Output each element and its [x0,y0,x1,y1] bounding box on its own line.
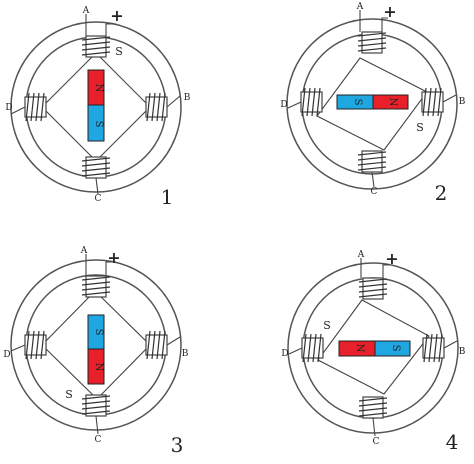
pole-marker-s: S [115,45,123,58]
terminal-label-d: D [280,100,287,110]
pole-marker-s: S [416,121,424,134]
pole-marker-s: S [65,388,73,401]
stator-pole-a [81,35,111,58]
stator-pole-a [357,31,387,54]
panel-number: 3 [171,433,184,457]
terminal-label-plus: + [385,249,398,268]
stator-pole-c [358,396,388,419]
magnet-label-right: N [387,98,398,107]
magnet-pole-bottom [87,104,105,142]
stator-pole-d [301,333,324,363]
terminal-label-b: B [184,93,191,103]
magnet-label-left: N [354,344,365,353]
terminal-label-b: B [459,347,466,357]
stator-pole-c [81,156,111,179]
terminal-label-d: D [281,349,288,359]
terminal-label-d: D [5,103,12,113]
terminal-label-c: C [373,437,380,447]
rotor-frame [317,299,430,395]
stator-pole-c [357,150,387,173]
terminal-label-a: A [80,246,88,256]
magnet-label-right: S [390,345,401,352]
magnet-label-bottom: N [93,363,104,372]
terminal-label-b: B [459,97,466,107]
stator-pole-a [81,275,111,298]
motor-panel-1: N S A + B C D S 1 [5,6,190,209]
magnet-label-bottom: S [93,121,104,128]
stator-pole-b [145,330,168,360]
stator-pole-b [421,87,444,117]
motor-panel-3: S N A + B C D S 3 [3,246,188,457]
magnet-pole-bottom [87,348,105,385]
terminal-label-c: C [95,194,102,204]
rotor-frame [316,57,428,151]
terminal-label-a: A [357,250,365,260]
stator-pole-b [422,333,445,363]
terminal-label-plus: + [110,6,123,25]
terminal-label-c: C [371,187,378,197]
lead-wires [287,10,457,188]
magnet-pole-right [372,94,409,110]
stator-pole-b [145,92,168,122]
terminal-label-plus: + [107,248,120,267]
magnet-label-top: N [93,84,104,93]
magnet-pole-right [374,340,411,357]
stator-pole-d [24,92,47,122]
terminal-label-plus: + [383,2,396,21]
motor-panel-4: N S A + B C D S 4 [281,249,465,454]
lead-wires [10,14,181,195]
terminal-label-d: D [3,350,10,360]
terminal-label-b: B [182,349,189,359]
lead-wires [288,258,458,437]
pole-marker-s: S [323,319,331,332]
magnet-label-top: S [93,329,104,336]
motor-panel-2: S N A + B C D S 2 [280,2,465,205]
stator-pole-d [24,330,47,360]
terminal-label-a: A [82,6,90,16]
stator-pole-c [81,394,111,417]
stator-pole-d [300,87,323,117]
panel-number: 4 [446,430,459,454]
lead-wires [10,254,181,435]
panel-number: 2 [435,181,448,205]
panel-number: 1 [161,185,174,209]
stator-pole-a [358,277,388,300]
terminal-label-c: C [95,435,102,445]
magnet-label-left: S [352,99,363,106]
terminal-label-a: A [356,2,364,12]
